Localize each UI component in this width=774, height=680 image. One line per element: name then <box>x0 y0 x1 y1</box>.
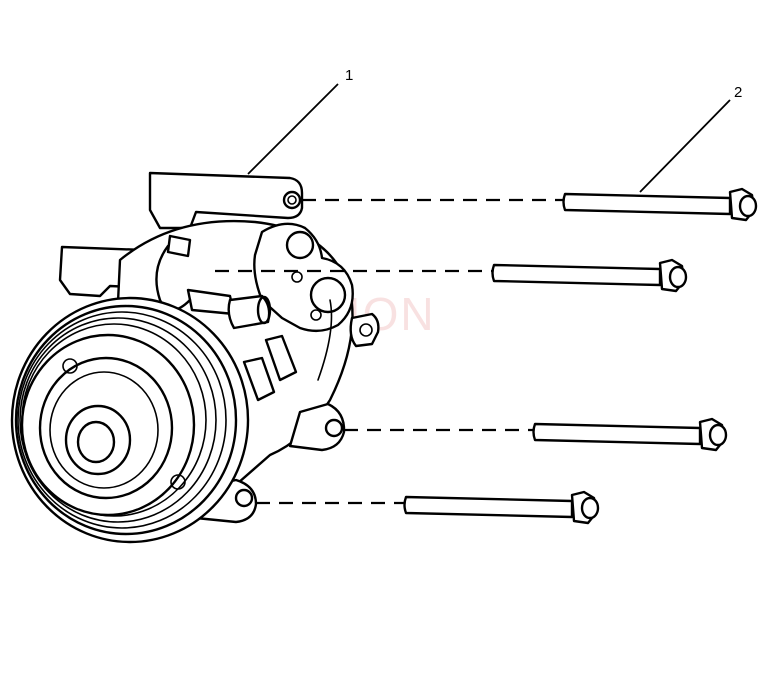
housing-contour <box>317 299 333 381</box>
callout-label-2: 2 <box>734 84 742 101</box>
clutch-plate <box>38 356 174 500</box>
shaft-nut <box>76 420 116 464</box>
lower-right-bolt-hole <box>324 418 344 438</box>
relief-valve <box>349 312 380 348</box>
upper-mounting-ear <box>148 171 304 230</box>
clutch-pulley <box>10 296 250 544</box>
connector-plug-end <box>256 295 272 325</box>
wire-clip <box>166 234 192 258</box>
manifold-port-lower <box>309 276 347 314</box>
mounting-bolts <box>403 187 758 525</box>
lower-left-bolt-hole <box>234 488 254 508</box>
housing-rib-2 <box>242 356 276 402</box>
callout-label-1: 1 <box>345 67 353 84</box>
leader-line-2 <box>639 99 731 193</box>
bolt-1 <box>562 187 758 222</box>
housing-rib-1 <box>264 334 298 382</box>
relief-valve-cap <box>359 323 373 337</box>
alignment-lines <box>215 198 565 505</box>
lower-right-mounting-ear <box>288 402 346 452</box>
ac-compressor <box>10 171 380 544</box>
upper-bolt-hole <box>282 190 302 210</box>
leader-line-1 <box>247 83 339 175</box>
callout-1: 1 <box>247 67 353 175</box>
bolt-2 <box>491 258 688 293</box>
bolt-3 <box>532 417 728 452</box>
manifold-port-upper <box>285 230 315 260</box>
manifold-fastener-2 <box>310 309 322 321</box>
clutch-rivet-1 <box>62 358 78 374</box>
bolt-4 <box>403 490 600 525</box>
clutch-hub <box>64 404 132 476</box>
clutch-rivet-2 <box>170 474 186 490</box>
upper-bolt-hole-inner <box>287 195 297 205</box>
callout-2: 2 <box>639 84 742 193</box>
